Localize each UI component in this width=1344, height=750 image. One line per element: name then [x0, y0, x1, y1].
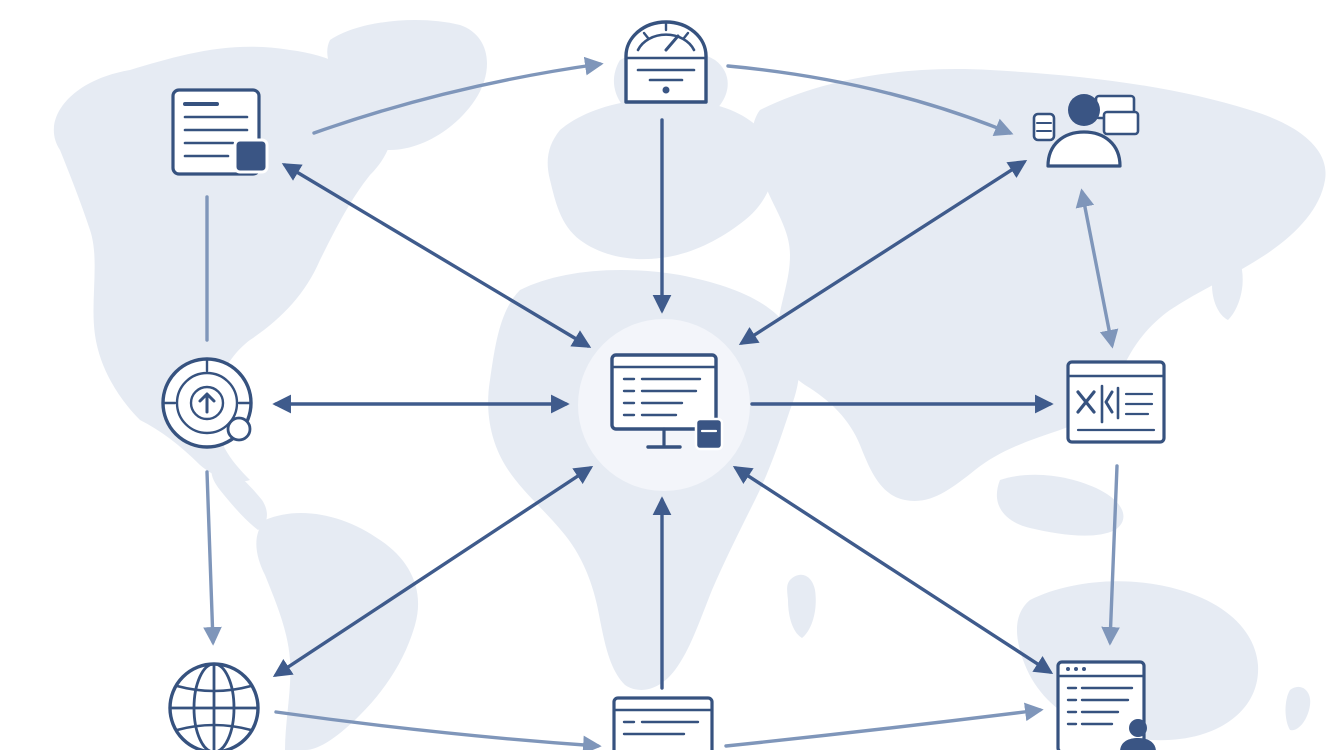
connector-top-right-middle-right — [1075, 188, 1119, 349]
connector-middle-right-bottom-right — [1101, 464, 1120, 646]
dashboard-screen-icon — [1066, 360, 1166, 444]
circular-upload-icon — [161, 357, 253, 449]
browser-user-icon — [1056, 660, 1156, 750]
connector-bottom-left-hub — [272, 465, 594, 678]
connector-top-center-top-right — [726, 64, 1014, 137]
connector-top-left-hub — [281, 163, 592, 348]
connector-bottom-left-bottom-center — [274, 710, 602, 750]
japan-shape — [1211, 254, 1243, 320]
south-america-shape — [256, 512, 419, 750]
new-zealand-shape — [1285, 686, 1311, 731]
document-icon — [171, 88, 269, 176]
computer-monitor-icon — [610, 353, 724, 451]
connector-bottom-right-hub — [732, 465, 1054, 675]
connector-middle-left-bottom-left — [203, 470, 222, 646]
connector-top-left-top-center — [312, 56, 604, 135]
browser-window-icon — [612, 696, 714, 750]
greenland-shape — [327, 20, 487, 150]
connections-layer — [203, 56, 1120, 750]
madagascar-shape — [787, 574, 816, 638]
southeast-asia-shape — [996, 474, 1124, 536]
north-america-shape — [53, 46, 393, 482]
user-profile-icon — [1032, 94, 1140, 168]
connector-top-right-hub — [738, 159, 1028, 346]
globe-icon — [168, 662, 260, 750]
central-america-shape — [211, 460, 267, 530]
gauge-icon — [624, 20, 708, 104]
connector-bottom-center-bottom-right — [724, 702, 1044, 748]
